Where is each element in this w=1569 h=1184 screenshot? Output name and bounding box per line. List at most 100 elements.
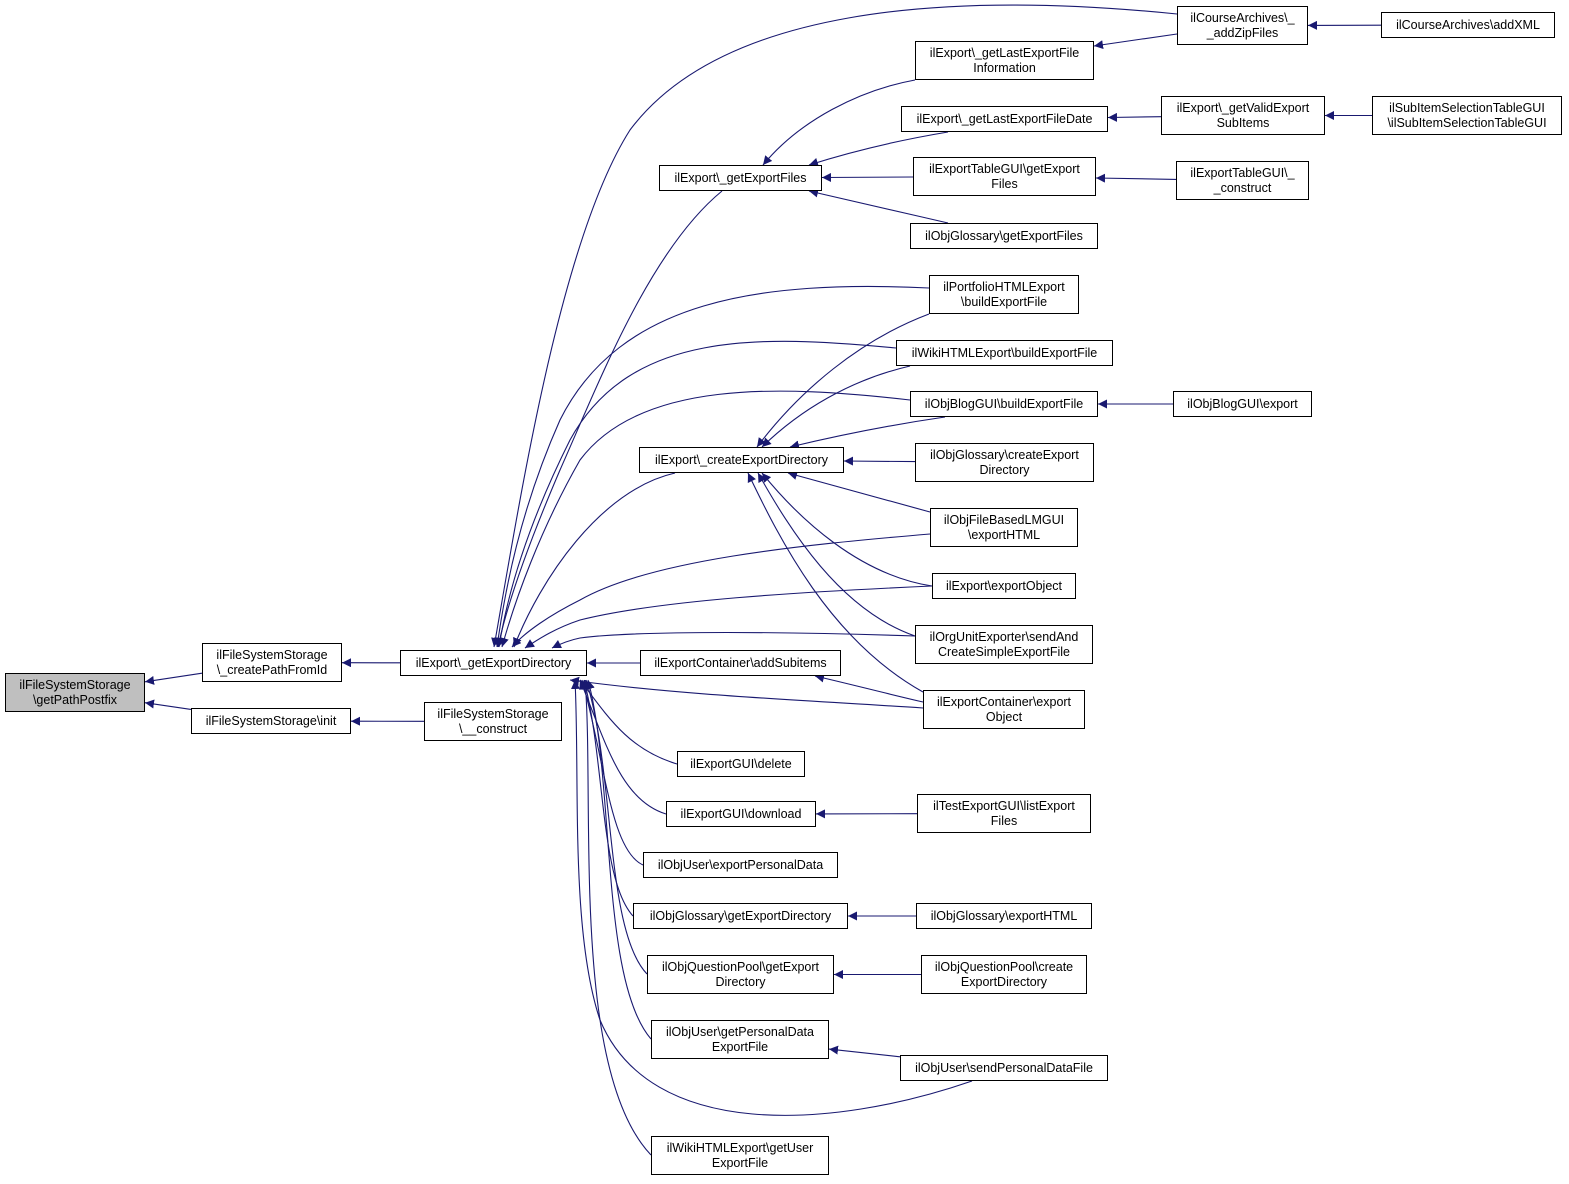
edge-getExportFiles-to-getExportDirectory <box>495 190 723 648</box>
node-label-line: ilFileSystemStorage\init <box>205 713 337 728</box>
node-label-line: ilOrgUnitExporter\sendAnd <box>929 629 1079 644</box>
edge-fileLmExportHTML-to-getExportDirectory <box>511 533 931 648</box>
node-label-line: \_createPathFromId <box>216 662 328 677</box>
node-label-line: \getPathPostfix <box>32 692 118 707</box>
node-courseAddZipFiles[interactable]: ilCourseArchives\__addZipFiles <box>1177 6 1308 45</box>
node-label-line: ilExportTableGUI\_ <box>1190 165 1295 180</box>
node-label-line: ilFileSystemStorage <box>19 677 131 692</box>
node-label-line: ilExport\_createExportDirectory <box>655 452 828 467</box>
edge-blogBuildExportFile-to-getExportDirectory <box>500 390 911 648</box>
edge-userSendPersonalDataFile-to-userGetPersonalDataExportFile <box>828 1045 901 1058</box>
node-label-line: ilExportContainer\addSubitems <box>654 655 827 670</box>
edge-getValidExportSubItems-to-getLastExportFileDate <box>1107 112 1162 122</box>
edge-orgUnitSendAndCreate-to-getExportDirectory <box>551 631 916 649</box>
node-tableConstruct[interactable]: ilExportTableGUI\__construct <box>1176 161 1309 200</box>
node-label-line: Object <box>985 709 1023 724</box>
node-getExportFiles[interactable]: ilExport\_getExportFiles <box>659 165 822 191</box>
node-subItemSelectionTable[interactable]: ilSubItemSelectionTableGUI\ilSubItemSele… <box>1372 96 1562 135</box>
node-label-line: ilExportGUI\download <box>680 806 802 821</box>
node-label-line: ilWikiHTMLExport\buildExportFile <box>911 345 1098 360</box>
node-courseAddXML[interactable]: ilCourseArchives\addXML <box>1381 12 1555 38</box>
node-label-line: ilExport\_getValidExport <box>1176 100 1310 115</box>
node-label-line: _construct <box>1213 180 1272 195</box>
node-label-line: ilExport\_getExportFiles <box>674 170 807 185</box>
node-label-line: ilExport\_getExportDirectory <box>415 655 572 670</box>
node-addSubitems[interactable]: ilExportContainer\addSubitems <box>640 650 841 676</box>
node-label-line: ilObjQuestionPool\getExport <box>661 959 820 974</box>
node-label-line: ilObjGlossary\getExportDirectory <box>649 908 832 923</box>
node-createExportDirectory[interactable]: ilExport\_createExportDirectory <box>639 447 844 473</box>
node-label-line: ExportFile <box>711 1039 769 1054</box>
node-label-line: ilObjGlossary\getExportFiles <box>925 228 1083 243</box>
node-label-line: ilObjQuestionPool\create <box>934 959 1074 974</box>
node-label-line: Files <box>990 813 1018 828</box>
node-exportObject[interactable]: ilExport\exportObject <box>932 573 1076 599</box>
node-label-line: ilExport\_getLastExportFile <box>929 45 1080 60</box>
edge-tableGetExportFiles-to-getExportFiles <box>821 172 914 182</box>
edge-getLastExportFileInformation-to-getExportFiles <box>762 79 916 166</box>
edge-containerExportObject-to-createExportDirectory <box>747 472 924 693</box>
node-label-line: ilExportContainer\export <box>936 694 1072 709</box>
edge-fssInit-to-root <box>144 699 192 710</box>
node-label-line: ilFileSystemStorage <box>216 647 328 662</box>
node-label-line: Information <box>973 60 1036 75</box>
node-userSendPersonalDataFile[interactable]: ilObjUser\sendPersonalDataFile <box>900 1055 1108 1081</box>
edge-courseAddZipFiles-to-getLastExportFileInformation <box>1093 33 1178 50</box>
node-wikiBuildExportFile[interactable]: ilWikiHTMLExport\buildExportFile <box>896 340 1113 366</box>
node-getLastExportFileDate[interactable]: ilExport\_getLastExportFileDate <box>901 106 1108 132</box>
edge-createPathFromId-to-root <box>144 672 203 685</box>
node-label-line: ilObjGlossary\exportHTML <box>930 908 1078 923</box>
node-glossaryGetExportFiles[interactable]: ilObjGlossary\getExportFiles <box>910 223 1098 249</box>
node-guiDelete[interactable]: ilExportGUI\delete <box>677 751 805 777</box>
edge-wikiBuildExportFile-to-createExportDirectory <box>761 365 911 448</box>
node-createPathFromId[interactable]: ilFileSystemStorage\_createPathFromId <box>202 643 342 682</box>
node-label-line: ilObjBlogGUI\export <box>1187 396 1298 411</box>
node-blogBuildExportFile[interactable]: ilObjBlogGUI\buildExportFile <box>910 391 1098 417</box>
node-getExportDirectory[interactable]: ilExport\_getExportDirectory <box>400 650 587 676</box>
edge-userExportPersonalData-to-getExportDirectory <box>580 679 644 866</box>
node-blogExport[interactable]: ilObjBlogGUI\export <box>1173 391 1312 417</box>
node-label-line: Directory <box>715 974 766 989</box>
node-glossaryExportHTML[interactable]: ilObjGlossary\exportHTML <box>916 903 1092 929</box>
node-label-line: ilExport\_getLastExportFileDate <box>916 111 1093 126</box>
node-fssConstruct[interactable]: ilFileSystemStorage\__construct <box>424 702 562 741</box>
node-userExportPersonalData[interactable]: ilObjUser\exportPersonalData <box>643 852 838 878</box>
node-fileLmExportHTML[interactable]: ilObjFileBasedLMGUI\exportHTML <box>930 508 1078 547</box>
node-label-line: Directory <box>979 462 1030 477</box>
node-label-line: ilExportGUI\delete <box>690 756 792 771</box>
edge-glossaryGetExportDirectory-to-getExportDirectory <box>581 679 634 917</box>
node-label-line: ilObjUser\sendPersonalDataFile <box>915 1060 1093 1075</box>
edge-courseAddZipFiles-to-getExportDirectory <box>491 4 1178 648</box>
node-label-line: \exportHTML <box>967 527 1041 542</box>
node-label-line: ilObjUser\exportPersonalData <box>657 857 824 872</box>
node-label-line: ExportFile <box>711 1155 769 1170</box>
edge-getLastExportFileDate-to-getExportFiles <box>808 131 949 167</box>
node-glossaryGetExportDirectory[interactable]: ilObjGlossary\getExportDirectory <box>633 903 848 929</box>
node-fssInit[interactable]: ilFileSystemStorage\init <box>191 708 351 734</box>
node-label-line: Files <box>991 176 1018 191</box>
node-label-line: ilExportTableGUI\getExport <box>929 161 1080 176</box>
node-label-line: ilObjFileBasedLMGUI <box>943 512 1065 527</box>
node-label-line: _addZipFiles <box>1206 25 1279 40</box>
edge-containerExportObject-to-getExportDirectory <box>569 676 924 709</box>
node-portfolioBuildExportFile[interactable]: ilPortfolioHTMLExport\buildExportFile <box>929 275 1079 314</box>
edge-portfolioBuildExportFile-to-getExportDirectory <box>493 285 930 648</box>
edge-tableConstruct-to-tableGetExportFiles <box>1095 173 1177 183</box>
node-label-line: ilObjGlossary\createExport <box>930 447 1079 462</box>
node-label-line: ilPortfolioHTMLExport <box>943 279 1065 294</box>
node-label-line: ilCourseArchives\_ <box>1190 10 1295 25</box>
node-guiDownload[interactable]: ilExportGUI\download <box>666 801 816 827</box>
